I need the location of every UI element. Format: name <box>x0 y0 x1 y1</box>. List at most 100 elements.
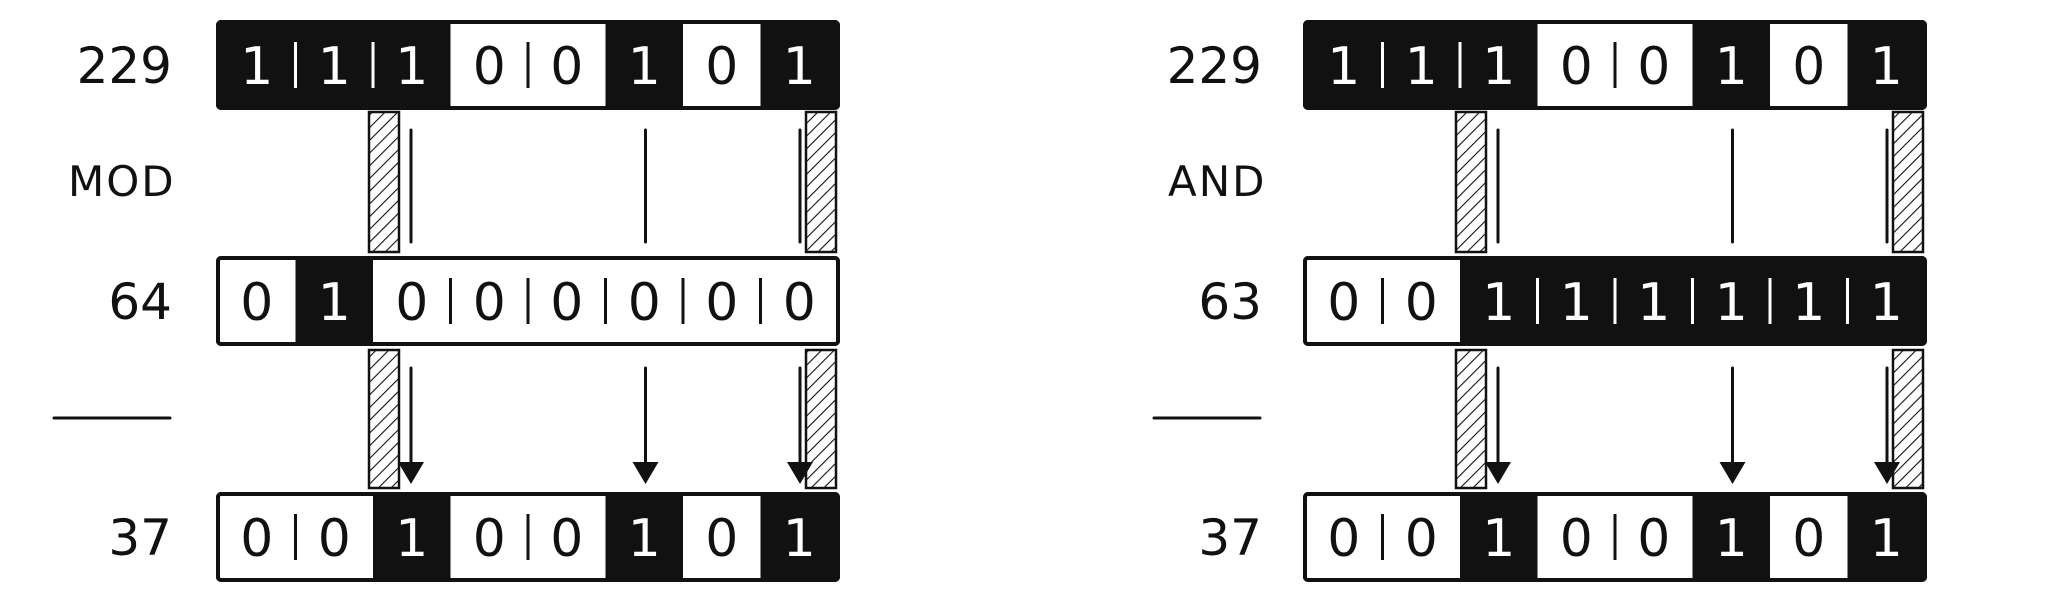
arrow-head-icon <box>1485 462 1511 484</box>
bit-value: 1 <box>1327 37 1360 97</box>
bit-value: 1 <box>1870 273 1903 333</box>
arrow-head-icon <box>398 462 424 484</box>
bit-cell <box>373 258 451 344</box>
row-value-label: 64 <box>108 273 172 331</box>
bit-cell <box>1460 494 1538 580</box>
bit-cell <box>1382 258 1460 344</box>
carry-hatch-guide <box>1891 348 1925 490</box>
bit-cell <box>605 22 683 108</box>
bit-value: 1 <box>1715 273 1748 333</box>
bit-cell <box>373 22 451 108</box>
operator-label: MOD <box>68 157 176 206</box>
bit-cell <box>1615 258 1693 344</box>
byte-bar-outline <box>1303 256 1927 346</box>
carry-hatch-guide <box>367 110 401 254</box>
bit-cell <box>1305 258 1383 344</box>
bit-value: 1 <box>628 509 661 569</box>
bit-value: 0 <box>1792 509 1825 569</box>
bit-value: 1 <box>1482 37 1515 97</box>
carry-hatch-guide <box>804 110 838 254</box>
bit-cell <box>1305 494 1383 580</box>
bit-value: 1 <box>783 37 816 97</box>
bit-value: 0 <box>1405 273 1438 333</box>
bit-cell <box>760 494 838 580</box>
bit-value: 1 <box>1792 273 1825 333</box>
bit-cell <box>1537 22 1615 108</box>
carry-hatch-guide <box>367 348 401 490</box>
bit-cell <box>605 494 683 580</box>
bit-cell <box>683 22 761 108</box>
bit-cell <box>450 22 528 108</box>
bit-cell <box>1537 494 1615 580</box>
carry-hatch-guide <box>1454 348 1488 490</box>
bit-cell <box>450 494 528 580</box>
row-value-label: 229 <box>1167 37 1262 95</box>
bit-cell <box>683 494 761 580</box>
bit-value: 0 <box>473 509 506 569</box>
bit-value: 1 <box>628 37 661 97</box>
bit-cell <box>450 258 528 344</box>
bit-cell <box>218 22 296 108</box>
row-value-label: 37 <box>1198 509 1262 567</box>
byte-bar-outline <box>1303 20 1927 110</box>
row-value-label: 63 <box>1198 273 1262 331</box>
arrow-head-icon <box>632 462 659 484</box>
bit-cell <box>218 494 296 580</box>
byte-bar-outline <box>1303 492 1927 582</box>
bit-cell <box>1460 258 1538 344</box>
bit-value: 0 <box>1792 37 1825 97</box>
bit-value: 0 <box>473 37 506 97</box>
bit-value: 0 <box>550 273 583 333</box>
bit-cell <box>295 258 373 344</box>
bit-cell <box>1847 494 1925 580</box>
bit-value: 0 <box>628 273 661 333</box>
bit-value: 1 <box>318 273 351 333</box>
bit-value: 1 <box>1870 37 1903 97</box>
bit-value: 0 <box>550 509 583 569</box>
bit-cell <box>1615 494 1693 580</box>
bit-cell <box>528 258 606 344</box>
bit-cell <box>528 494 606 580</box>
bit-cell <box>1770 494 1848 580</box>
bit-value: 1 <box>318 37 351 97</box>
bit-cell <box>1305 22 1383 108</box>
bit-value: 1 <box>395 37 428 97</box>
bit-value: 0 <box>1560 37 1593 97</box>
bit-value: 0 <box>1327 509 1360 569</box>
bit-value: 1 <box>1715 509 1748 569</box>
bit-cell <box>295 494 373 580</box>
bit-value: 0 <box>240 509 273 569</box>
bit-cell <box>1770 22 1848 108</box>
bit-value: 1 <box>1637 273 1670 333</box>
bit-value: 0 <box>783 273 816 333</box>
bit-cell <box>1460 22 1538 108</box>
bit-cell <box>373 494 451 580</box>
operator-label: AND <box>1168 157 1267 206</box>
bit-cell <box>683 258 761 344</box>
bit-cell <box>1382 494 1460 580</box>
bit-value: 1 <box>1560 273 1593 333</box>
bit-cell <box>1615 22 1693 108</box>
bit-cell <box>760 258 838 344</box>
bit-cell <box>605 258 683 344</box>
bit-value: 0 <box>705 273 738 333</box>
bit-cell <box>1382 22 1460 108</box>
arrow-head-icon <box>787 462 813 484</box>
bit-value: 0 <box>240 273 273 333</box>
bit-cell <box>295 22 373 108</box>
bit-value: 1 <box>783 509 816 569</box>
carry-hatch-guide <box>804 348 838 490</box>
arrow-head-icon <box>1719 462 1746 484</box>
byte-bar-outline <box>216 256 840 346</box>
byte-bar-outline <box>216 20 840 110</box>
bit-value: 0 <box>1560 509 1593 569</box>
bit-cell <box>1847 22 1925 108</box>
bit-cell <box>1692 258 1770 344</box>
row-value-label: 229 <box>77 37 172 95</box>
